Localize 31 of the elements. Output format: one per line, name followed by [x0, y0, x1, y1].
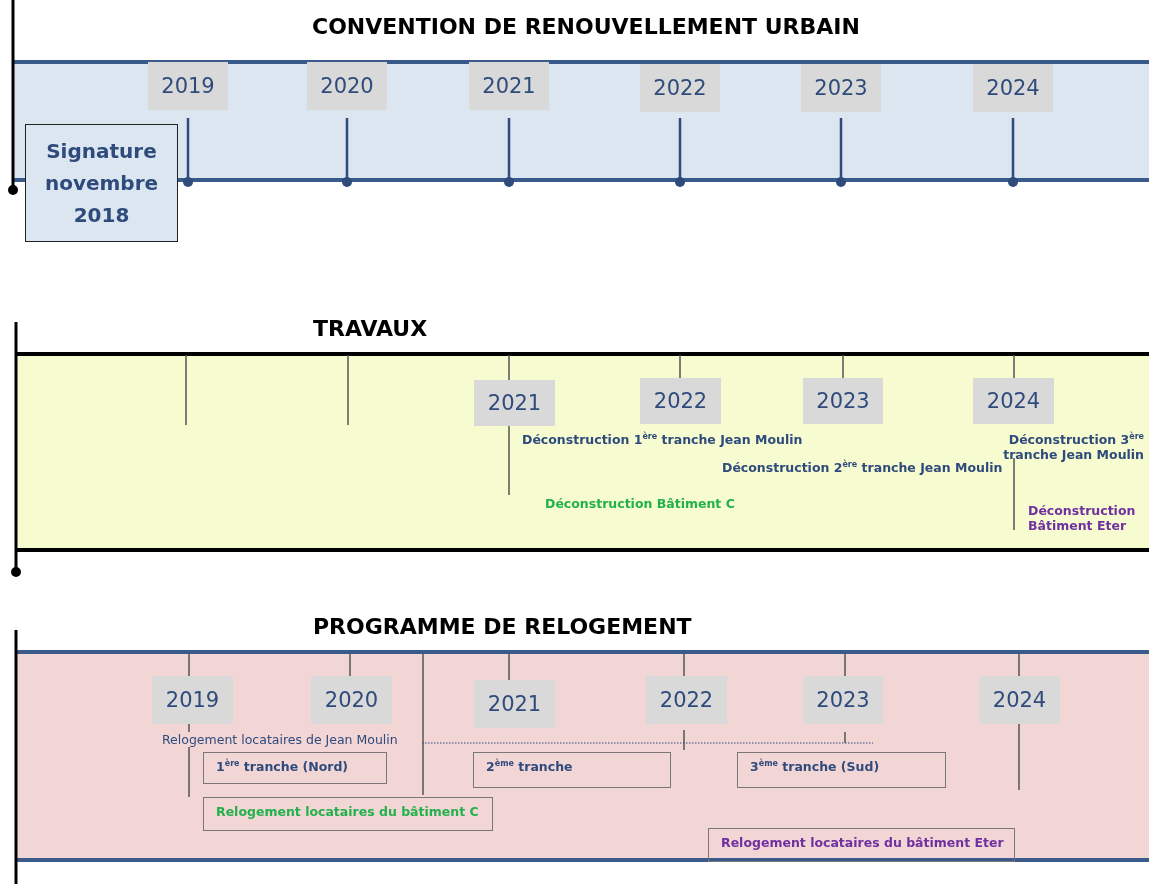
year-label: 2022: [646, 676, 727, 724]
year-label: 2020: [311, 676, 392, 724]
year-label: 2023: [803, 378, 883, 424]
section-heading: PROGRAMME DE RELOGEMENT: [313, 614, 692, 639]
event-label: Déconstruction 2$^{ère}$ tranche Jean Moulin: [722, 460, 1003, 476]
phase-box: 2$^{ème}$ tranche: [473, 752, 671, 788]
event-label: Déconstruction Bâtiment Eter: [1028, 503, 1137, 533]
year-label: 2021: [469, 62, 549, 110]
year-label: 2022: [640, 64, 720, 112]
phase-box: 1$^{ère}$ tranche (Nord): [203, 752, 387, 784]
phase-box: 3$^{ème}$ tranche (Sud): [737, 752, 946, 788]
phase-box: Relogement locataires du bâtiment C: [203, 797, 493, 831]
section-heading: CONVENTION DE RENOUVELLEMENT URBAIN: [312, 14, 860, 39]
event-label: Relogement locataires de Jean Moulin: [162, 732, 398, 747]
year-label: 2023: [803, 676, 883, 724]
year-label: 2019: [148, 62, 228, 110]
event-label: Déconstruction 3$^{ère}$ tranche Jean Moulin: [1002, 432, 1144, 463]
year-label: 2021: [474, 680, 555, 728]
year-label: 2020: [307, 62, 387, 110]
year-label: 2023: [801, 64, 881, 112]
phase-box: Relogement locataires du bâtiment Eter: [708, 828, 1015, 862]
year-label: 2019: [152, 676, 233, 724]
year-label: 2021: [474, 380, 555, 426]
milestone-box: Signature novembre 2018: [25, 124, 178, 242]
year-label: 2024: [979, 676, 1060, 724]
year-label: 2024: [973, 64, 1053, 112]
year-label: 2024: [973, 378, 1054, 424]
year-label: 2022: [640, 378, 721, 424]
section-heading: TRAVAUX: [313, 316, 428, 341]
event-label: Déconstruction Bâtiment C: [545, 496, 735, 511]
event-label: Déconstruction 1$^{ère}$ tranche Jean Moulin: [522, 432, 803, 448]
